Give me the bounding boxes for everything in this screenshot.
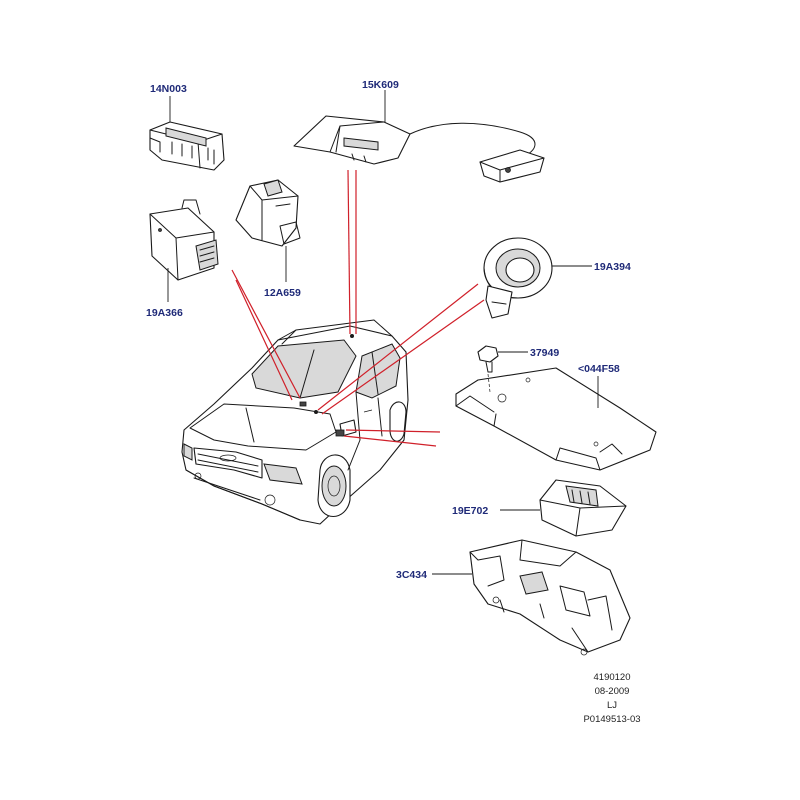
vehicle-illustration [181, 319, 409, 525]
part-label-12a659: 12A659 [264, 287, 301, 299]
footer-date: 08-2009 [595, 686, 630, 697]
footer-initials: LJ [607, 700, 617, 711]
push-clip-part [477, 345, 499, 373]
control-unit-part [149, 199, 219, 281]
part-label-15k609: 15K609 [362, 79, 399, 91]
location-pointers [231, 169, 485, 447]
module-box-part [539, 479, 627, 537]
part-label-14n003: 14N003 [150, 83, 187, 95]
footer-drawing-number: P0149513-03 [583, 714, 640, 725]
mounting-plate-part [455, 367, 657, 471]
part-label-19e702: 19E702 [452, 505, 488, 517]
footer-ref-number: 4190120 [594, 672, 631, 683]
part-label-044f58: <044F58 [578, 363, 620, 375]
support-bracket-part [469, 539, 631, 656]
immobiliser-module-part [293, 115, 545, 183]
relay-part [235, 179, 301, 247]
part-label-19a366: 19A366 [146, 307, 183, 319]
part-label-37949: 37949 [530, 347, 559, 359]
part-label-19a394: 19A394 [594, 261, 631, 273]
connector-block-part [149, 121, 225, 171]
transponder-coil-part [483, 237, 553, 319]
part-label-3c434: 3C434 [396, 569, 427, 581]
